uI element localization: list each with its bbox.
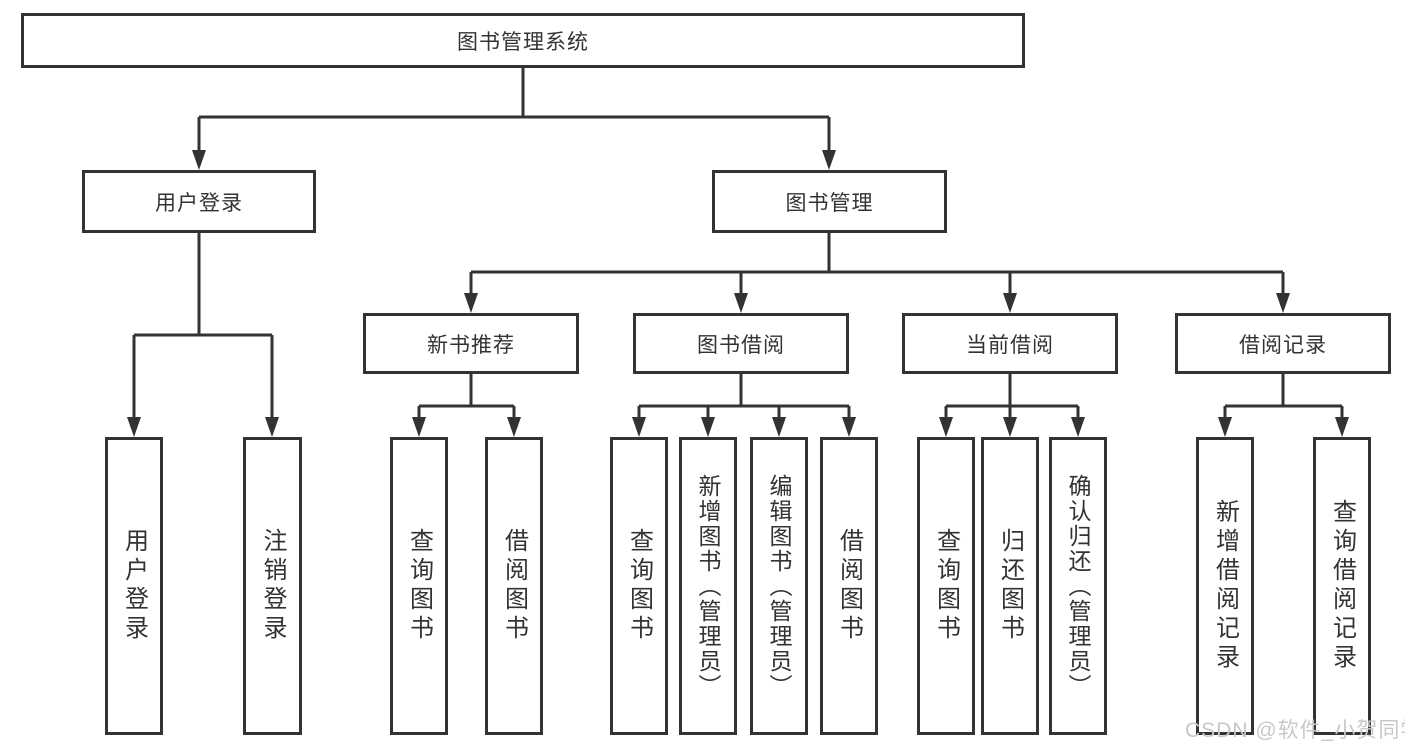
arrow-down-icon xyxy=(1218,417,1232,437)
leaf-add-books-admin: 新增图书（管理员） xyxy=(679,437,737,735)
leaf-add-borrow-record: 新增借阅记录 xyxy=(1196,437,1254,735)
arrow-down-icon xyxy=(701,417,715,437)
arrow-down-icon xyxy=(939,417,953,437)
leaf-user-login: 用户登录 xyxy=(105,437,163,735)
csdn-watermark: CSDN @软件_小贺同学 xyxy=(1185,719,1405,742)
arrow-down-icon xyxy=(1003,417,1017,437)
arrow-down-icon xyxy=(734,293,748,313)
leaf-confirm-return-admin: 确认归还（管理员） xyxy=(1049,437,1107,735)
arrow-down-icon xyxy=(772,417,786,437)
arrow-down-icon xyxy=(127,417,141,437)
arrow-down-icon xyxy=(632,417,646,437)
arrow-down-icon xyxy=(412,417,426,437)
arrow-down-icon xyxy=(1003,293,1017,313)
arrow-down-icon xyxy=(1276,293,1290,313)
node-book-management: 图书管理 xyxy=(712,170,947,233)
leaf-query-books-borrow: 查询图书 xyxy=(610,437,668,735)
leaf-edit-books-admin: 编辑图书（管理员） xyxy=(750,437,808,735)
leaf-logout: 注销登录 xyxy=(243,437,302,735)
arrow-down-icon xyxy=(1335,417,1349,437)
node-book-borrowing: 图书借阅 xyxy=(633,313,849,374)
node-current-borrowing: 当前借阅 xyxy=(902,313,1118,374)
node-borrowing-records: 借阅记录 xyxy=(1175,313,1391,374)
node-user-login: 用户登录 xyxy=(82,170,316,233)
tree-connector-path xyxy=(132,68,1344,420)
arrowhead-icons xyxy=(127,150,1349,437)
leaf-query-books-recommend: 查询图书 xyxy=(390,437,448,735)
arrow-down-icon xyxy=(1071,417,1085,437)
leaf-borrow-books-recommend: 借阅图书 xyxy=(485,437,543,735)
leaf-query-borrow-record: 查询借阅记录 xyxy=(1313,437,1371,735)
arrow-down-icon xyxy=(265,417,279,437)
leaf-return-books: 归还图书 xyxy=(981,437,1039,735)
arrow-down-icon xyxy=(464,293,478,313)
node-library-management-system: 图书管理系统 xyxy=(21,13,1025,68)
arrow-down-icon xyxy=(842,417,856,437)
leaf-borrow-books: 借阅图书 xyxy=(820,437,878,735)
arrow-down-icon xyxy=(192,150,206,170)
leaf-query-books-current: 查询图书 xyxy=(917,437,975,735)
node-new-book-recommendation: 新书推荐 xyxy=(363,313,579,374)
arrow-down-icon xyxy=(822,150,836,170)
arrow-down-icon xyxy=(507,417,521,437)
